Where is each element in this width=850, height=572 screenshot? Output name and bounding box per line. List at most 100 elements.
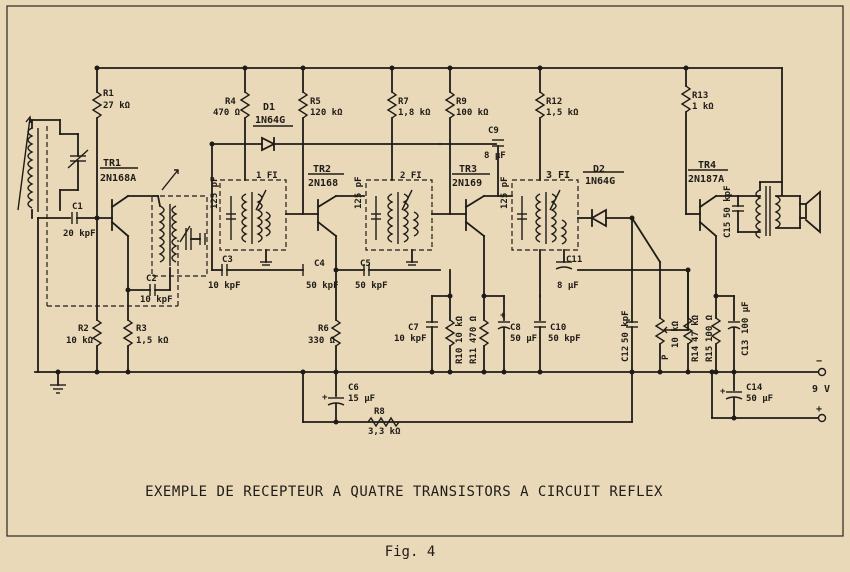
resistor-r3: R3 1,5 kΩ — [122, 289, 169, 373]
decoupling-bus — [302, 371, 633, 423]
oscillator-coil — [151, 169, 208, 277]
capacitor-c8: + C8 50 µF — [483, 295, 537, 373]
fi3-label: 3 FI — [546, 170, 570, 181]
r15-value: 100 Ω — [705, 314, 715, 342]
c10-value: 50 kpF — [548, 334, 581, 344]
if-transformer-2: 125 pF 2 FI — [354, 171, 433, 266]
c9-ref: C9 — [488, 126, 499, 136]
capacitor-c13: C13 100 µF — [715, 295, 751, 373]
c4-ref: C4 — [314, 259, 325, 269]
supply-minus: − — [816, 356, 822, 367]
resistor-r10: R10 10 kΩ — [444, 269, 465, 373]
capacitor-c4: C4 50 kpF — [302, 259, 339, 291]
r10-value: 10 kΩ — [455, 315, 465, 343]
r2-value: 10 kΩ — [66, 336, 94, 346]
r11-ref: R11 — [469, 348, 479, 364]
c2-value: 10 kpF — [140, 295, 173, 305]
capacitor-c6: + C6 15 µF — [322, 371, 375, 423]
capacitor-c11: C11 8 µF — [555, 249, 582, 291]
r10-ref: R10 — [455, 348, 465, 364]
r9-ref: R9 — [456, 97, 467, 107]
volume-potentiometer: P 10 kΩ — [630, 216, 689, 373]
c15-ref: C15 — [723, 222, 733, 238]
d2-ref: D2 — [593, 164, 605, 175]
resistor-r14: R14 47 kΩ — [682, 269, 701, 373]
figure-frame — [6, 5, 844, 537]
c7-ref: C7 — [408, 323, 419, 333]
if-transformer-1: 125 pF 1 FI — [210, 171, 287, 266]
resistor-r4: R4 470 Ω — [213, 67, 251, 181]
ferrite-antenna-coil — [17, 115, 61, 219]
fi1-tuning-cap: 125 pF — [210, 176, 220, 209]
tuning-capacitor — [59, 119, 89, 211]
c14-value: 50 µF — [746, 394, 773, 404]
c15-value: 50 kpF — [723, 185, 733, 218]
capacitor-c14: + C14 50 µF — [720, 371, 773, 419]
resistor-r7: R7 1,8 kΩ — [386, 67, 431, 181]
resistor-r11: R11 470 Ω — [469, 295, 490, 373]
c5-ref: C5 — [360, 259, 371, 269]
diagram-title: EXEMPLE DE RECEPTEUR A QUATRE TRANSISTOR… — [145, 484, 663, 500]
capacitor-c12: C12 50 kpF — [621, 310, 638, 373]
c12-value: 50 kpF — [621, 310, 631, 343]
c8-value: 50 µF — [510, 334, 537, 344]
c6-plus: + — [322, 393, 328, 403]
c3-value: 10 kpF — [208, 281, 241, 291]
r2-ref: R2 — [78, 324, 89, 334]
r1-value: 27 kΩ — [103, 101, 131, 111]
c5-value: 50 kpF — [355, 281, 388, 291]
c10-ref: C10 — [550, 323, 566, 333]
c8-plus: + — [500, 311, 506, 321]
r12-value: 1,5 kΩ — [546, 108, 579, 118]
positive-supply-rail — [96, 67, 783, 196]
if-transformer-3: 125 pF 3 FI — [500, 170, 579, 297]
junction-dots — [55, 65, 737, 425]
c4-value: 50 kpF — [306, 281, 339, 291]
r12-ref: R12 — [546, 97, 562, 107]
capacitor-c7: C7 10 kpF — [394, 295, 451, 373]
c9-value: 8 µF — [484, 151, 506, 161]
tr4-ref: TR4 — [698, 160, 716, 171]
c2-ref: C2 — [146, 274, 157, 284]
loudspeaker-icon — [775, 190, 821, 234]
r13-ref: R13 — [692, 91, 708, 101]
capacitor-c15: C15 50 kpF — [723, 185, 761, 238]
fi2-label: 2 FI — [400, 171, 422, 181]
c3-ref: C3 — [222, 255, 233, 265]
figure-caption: Fig. 4 — [385, 544, 436, 560]
diode-d1: D1 1N64G — [211, 102, 441, 271]
r6-ref: R6 — [318, 324, 329, 334]
r15-ref: R15 — [705, 346, 715, 362]
transistor-tr2: TR2 2N168 — [285, 164, 365, 321]
c12-ref: C12 — [621, 346, 631, 362]
r14-value: 47 kΩ — [691, 314, 701, 342]
fi3-tuning-cap: 125 pF — [500, 176, 510, 209]
c1-value: 20 kpF — [63, 229, 96, 239]
pot-value: 10 kΩ — [671, 320, 681, 348]
capacitor-c5: C5 50 kpF — [335, 259, 441, 291]
resistor-r5: R5 120 kΩ — [297, 67, 343, 215]
c6-ref: C6 — [348, 383, 359, 393]
supply-plus: + — [816, 404, 822, 415]
supply-voltage: 9 V — [812, 384, 830, 395]
r7-ref: R7 — [398, 97, 409, 107]
r13-value: 1 kΩ — [692, 102, 714, 112]
c14-plus: + — [720, 387, 726, 397]
fi2-tuning-cap: 125 pF — [354, 176, 364, 209]
r3-value: 1,5 kΩ — [136, 336, 169, 346]
fi1-label: 1 FI — [256, 171, 278, 181]
r6-value: 330 Ω — [308, 336, 336, 346]
ground-rail — [34, 367, 827, 377]
ground-symbol — [50, 371, 66, 394]
resistor-r13: R13 1 kΩ — [680, 67, 714, 215]
transistor-tr3: TR3 2N169 — [431, 164, 513, 297]
r4-ref: R4 — [225, 97, 236, 107]
r9-value: 100 kΩ — [456, 108, 489, 118]
c11-value: 8 µF — [557, 281, 579, 291]
r7-value: 1,8 kΩ — [398, 108, 431, 118]
c11-ref: C11 — [566, 255, 582, 265]
c13-ref: C13 — [741, 340, 751, 356]
diode-d2: D2 1N64G — [577, 164, 633, 323]
capacitor-c3: C3 10 kpF — [208, 255, 304, 291]
